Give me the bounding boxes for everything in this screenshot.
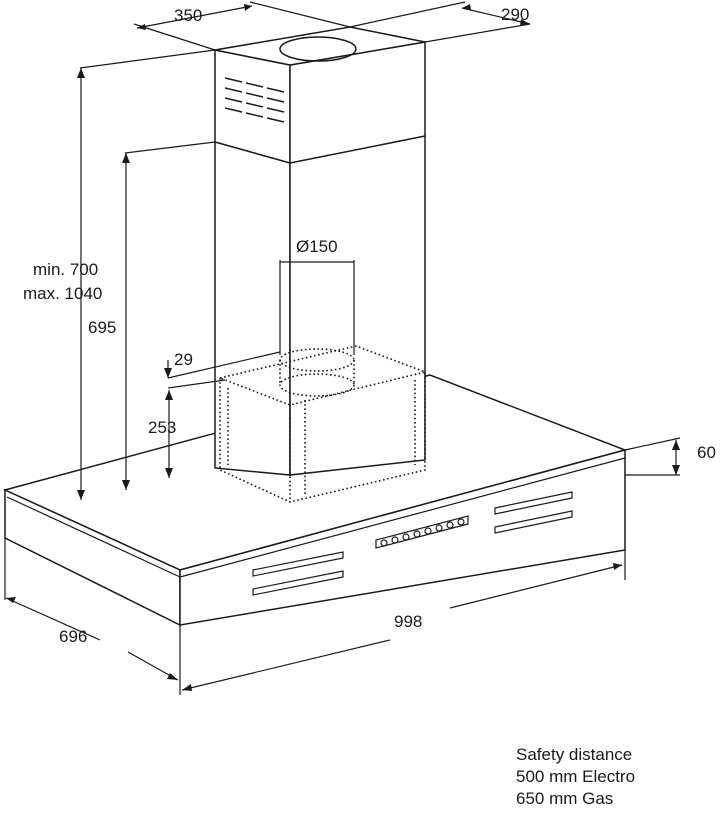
motor-unit-hidden <box>217 345 428 503</box>
label-total-height-min: min. 700 <box>33 260 98 279</box>
label-canopy-thickness: 60 <box>697 443 716 462</box>
chimney-outlet <box>279 36 357 62</box>
label-canopy-width: 998 <box>394 612 422 631</box>
label-chimney-width: 350 <box>174 6 202 25</box>
label-duct-diameter: Ø150 <box>296 237 338 256</box>
safety-electro: 500 mm Electro <box>516 767 636 786</box>
label-gap: 29 <box>174 350 193 369</box>
label-chimney-depth: 290 <box>501 5 529 24</box>
arrowheads <box>6 4 680 691</box>
chimney-side <box>289 41 426 476</box>
label-canopy-depth: 696 <box>59 627 87 646</box>
label-total-height-max: max. 1040 <box>23 284 102 303</box>
chimney-front <box>214 49 291 476</box>
chimney <box>214 26 426 476</box>
safety-title: Safety distance <box>516 745 633 764</box>
control-buttons <box>375 515 469 549</box>
safety-gas: 650 mm Gas <box>516 789 614 808</box>
label-inner-height: 695 <box>88 318 116 337</box>
safety-distance-note: Safety distance 500 mm Electro 650 mm Ga… <box>516 744 635 810</box>
vent-slots-icon <box>224 77 285 123</box>
grease-filter-slots <box>252 491 573 596</box>
dimension-labels: 350 290 min. 700 max. 1040 695 Ø150 29 2… <box>23 5 716 646</box>
label-unit-height: 253 <box>148 418 176 437</box>
